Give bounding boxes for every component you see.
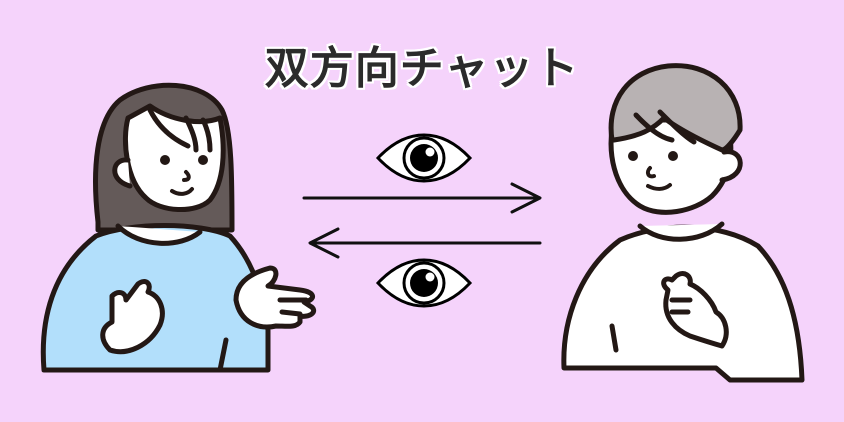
page-title: 双方向チャット	[264, 43, 580, 94]
arrow-right-icon	[302, 182, 542, 214]
eye-icon	[375, 258, 473, 308]
arrow-left-icon	[308, 227, 542, 259]
eye-icon	[375, 133, 473, 183]
